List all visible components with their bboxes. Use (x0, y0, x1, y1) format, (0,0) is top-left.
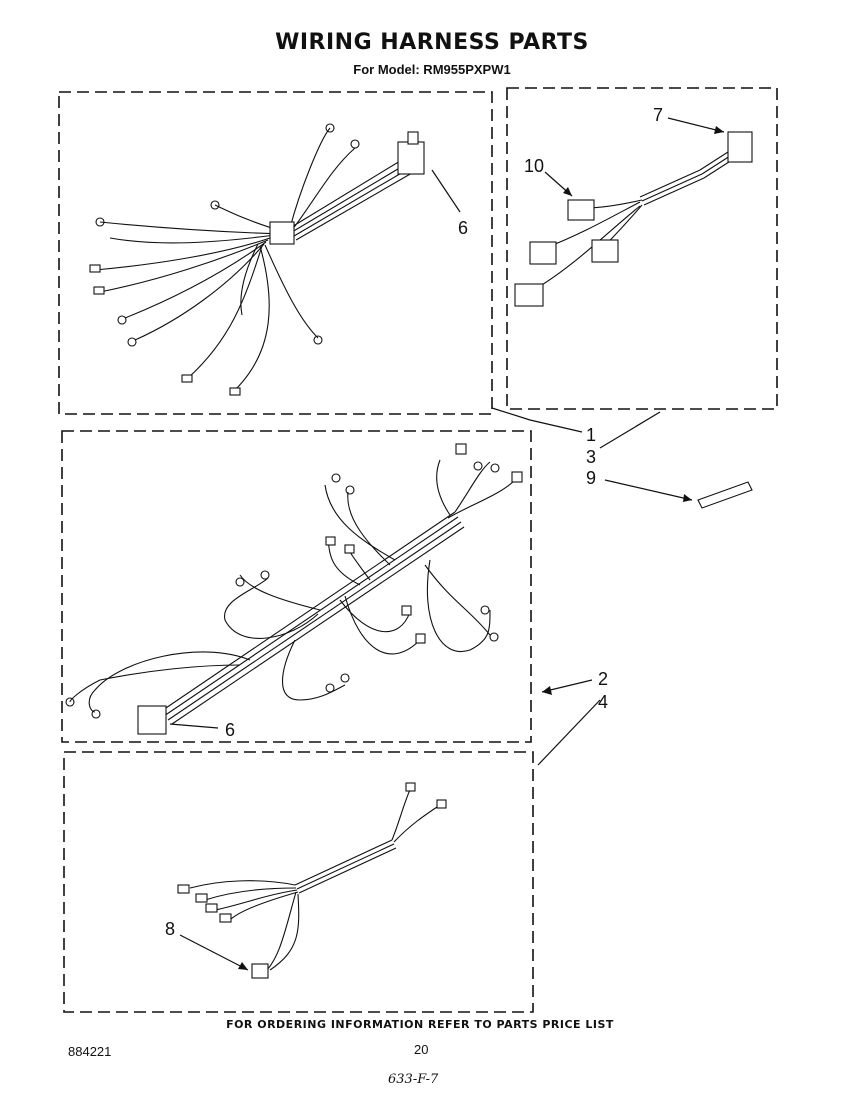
harness-1 (89, 123, 425, 396)
callout-6-top: 6 (458, 218, 468, 238)
harness-2 (65, 443, 523, 735)
callout-6-middle: 6 (225, 720, 235, 740)
callout-4: 4 (598, 692, 608, 712)
ordering-info-note: FOR ORDERING INFORMATION REFER TO PARTS … (226, 1018, 614, 1031)
box-harness-4 (63, 751, 534, 1013)
box-harness-3 (506, 87, 778, 410)
box-harness-1 (58, 91, 493, 415)
part-9 (697, 481, 753, 509)
callout-9: 9 (586, 468, 596, 488)
document-number: 884221 (68, 1044, 112, 1059)
callout-8: 8 (165, 919, 175, 939)
harness-4 (177, 782, 447, 979)
handwritten-code: 633-F-7 (388, 1072, 439, 1087)
callout-10: 10 (524, 156, 544, 176)
callout-3: 3 (586, 447, 596, 467)
box-harness-2 (61, 430, 532, 743)
model-subtitle: For Model: RM955PXPW1 (353, 62, 511, 77)
page-number: 20 (414, 1042, 429, 1057)
page-title: WIRING HARNESS PARTS (275, 30, 589, 55)
callout-1: 1 (586, 425, 596, 445)
callout-2: 2 (598, 669, 608, 689)
harness-3 (514, 131, 753, 307)
callout-7: 7 (653, 105, 663, 125)
